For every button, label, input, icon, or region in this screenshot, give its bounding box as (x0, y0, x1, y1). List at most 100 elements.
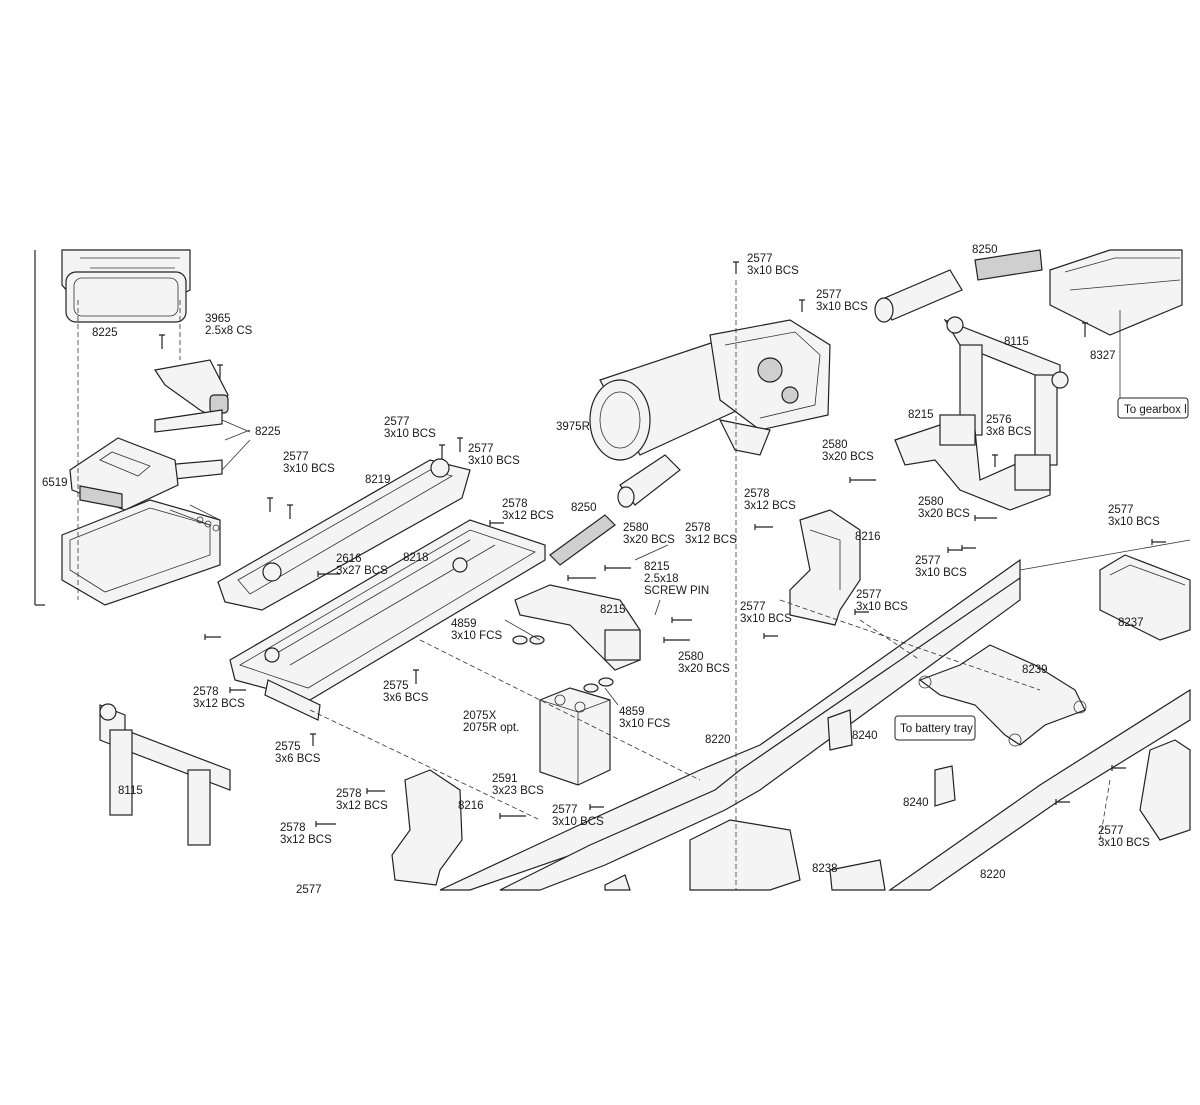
clip-drawings (827, 709, 956, 807)
body-mount-upper-drawing (943, 316, 1069, 466)
callout-line: 8250 (972, 244, 998, 256)
callout-line: 3x12 BCS (336, 800, 388, 812)
callout-c20: 8215 (908, 409, 934, 421)
callout-c24: 8216 (855, 531, 881, 543)
callout-line: 2580 (623, 522, 649, 534)
callout-c30: 8237 (1118, 617, 1144, 629)
callout-line: 2577 (468, 443, 494, 455)
callout-c43: 8240 (852, 730, 878, 742)
shock-mount-right-drawing (1139, 739, 1191, 841)
callout-c4: 8225 (92, 327, 118, 339)
callout-c6: 6519 (42, 477, 68, 489)
callout-line: 2577 (747, 253, 773, 265)
callout-line: 2577 (296, 884, 322, 896)
right-tray-drawing (1099, 554, 1191, 641)
callout-line: 8215 (644, 561, 670, 573)
callout-c14: 8250 (571, 502, 597, 514)
callout-line: 8225 (92, 327, 118, 339)
callout-line: 2075R opt. (463, 722, 519, 734)
callout-line: 3x10 BCS (816, 301, 868, 313)
callout-line: 2577 (1098, 825, 1124, 837)
callout-line: 2575 (275, 741, 301, 753)
callout-line: 6519 (42, 477, 68, 489)
callout-line: 3x12 BCS (280, 834, 332, 846)
callout-line: 3x10 BCS (747, 265, 799, 277)
callout-c18: 3975R (556, 421, 590, 433)
callout-line: 3x10 FCS (451, 630, 502, 642)
callout-line: 8220 (980, 869, 1006, 881)
leader-lines (504, 544, 669, 706)
callout-line: 3x20 BCS (822, 451, 874, 463)
callout-line: 2577 (283, 451, 309, 463)
callout-line: 8327 (1090, 350, 1116, 362)
steering-mount-upper-drawing (894, 414, 1051, 511)
callout-c44: 8240 (903, 797, 929, 809)
callout-line: 4859 (451, 618, 477, 630)
callout-line: 8240 (903, 797, 929, 809)
callout-line: 8216 (458, 800, 484, 812)
callout-c32: 8215 (600, 604, 626, 616)
callout-line: 2591 (492, 773, 518, 785)
callout-line: 8220 (705, 734, 731, 746)
to-gearbox-text: To gearbox l (1124, 404, 1187, 416)
callout-line: 8225 (255, 426, 281, 438)
shock-mount-mid-drawing (789, 509, 861, 626)
callout-line: 2580 (918, 496, 944, 508)
callout-line: 2577 (856, 589, 882, 601)
callout-line: 8240 (852, 730, 878, 742)
motor-gearbox-drawing (549, 249, 1043, 566)
callout-line: 2577 (740, 601, 766, 613)
callout-line: 3x6 BCS (275, 753, 321, 765)
callout-line: 2575 (383, 680, 409, 692)
callout-line: 2.5x8 CS (205, 325, 253, 337)
callout-line: 8215 (600, 604, 626, 616)
callout-line: 8239 (1022, 664, 1048, 676)
callout-c53: 2577 (296, 884, 322, 896)
steering-mount-mid-drawing (514, 584, 641, 671)
left-bracket-line (34, 250, 45, 606)
callout-c38: 8115 (118, 785, 143, 797)
callout-line: 3x12 BCS (744, 500, 796, 512)
callout-c19: 8115 (1004, 336, 1029, 348)
servo-drawing (539, 687, 611, 786)
to-battery-tray-note: To battery tray (894, 715, 976, 741)
callout-line: 3x20 BCS (678, 663, 730, 675)
callout-c51: 8220 (980, 869, 1006, 881)
callout-line: 4859 (619, 706, 645, 718)
callout-line: 2578 (744, 488, 770, 500)
callout-line: 2577 (384, 416, 410, 428)
callout-line: 8115 (118, 785, 143, 797)
callout-line: 2578 (193, 686, 219, 698)
callout-line: 3x10 BCS (552, 816, 604, 828)
to-battery-tray-text: To battery tray (900, 723, 973, 735)
callout-line: 3x10 BCS (915, 567, 967, 579)
callout-line: 8250 (571, 502, 597, 514)
callout-line: 2075X (463, 710, 497, 722)
callout-line: 3x6 BCS (383, 692, 429, 704)
callout-line: 3975R (556, 421, 590, 433)
callout-line: 2577 (552, 804, 578, 816)
callout-line: 3x12 BCS (685, 534, 737, 546)
body-mount-lower-drawing (99, 703, 231, 846)
callout-c50: 8238 (812, 863, 838, 875)
